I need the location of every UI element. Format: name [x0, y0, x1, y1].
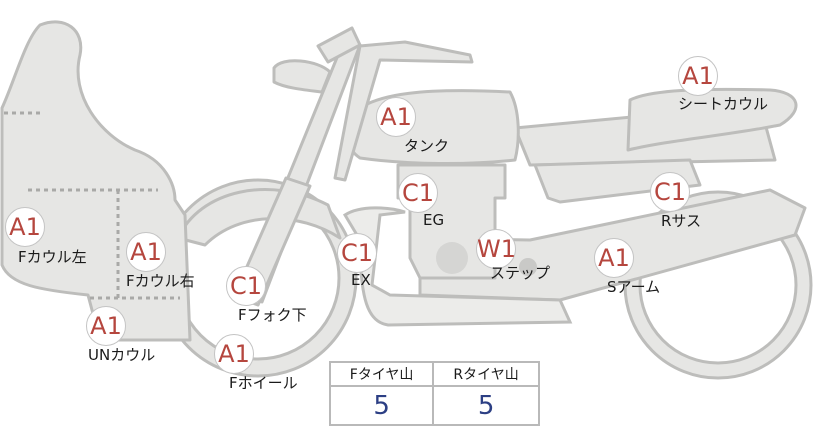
grade-badge-engine: C1 — [398, 173, 438, 213]
label-un-cowl: UNカウル — [88, 346, 156, 364]
engine-cover — [436, 242, 468, 274]
grade-badge-f-fork-lower: C1 — [226, 266, 266, 306]
grade-badge-swing-arm: A1 — [594, 238, 634, 278]
value-rear-tire: 5 — [432, 385, 540, 426]
grade-badge-tank: A1 — [376, 97, 416, 137]
label-f-cowl-left: Fカウル左 — [18, 248, 87, 266]
grade-badge-f-cowl-right: A1 — [126, 232, 166, 272]
label-f-fork-lower: Fフォク下 — [238, 306, 307, 324]
main-frame — [333, 40, 474, 182]
grade-badge-exhaust: C1 — [337, 233, 377, 273]
label-swing-arm: Sアーム — [607, 278, 661, 296]
label-exhaust: EX — [351, 271, 371, 289]
label-f-cowl-right: Fカウル右 — [126, 272, 195, 290]
grade-badge-step: W1 — [476, 229, 516, 269]
label-seat-cowl: シートカウル — [678, 95, 769, 113]
label-tank: タンク — [404, 137, 450, 155]
seat-cowl-shape — [626, 87, 798, 152]
headlight — [272, 59, 332, 94]
header-rear-tire: Rタイヤ山 — [432, 361, 540, 387]
front-cowl-shape — [0, 20, 192, 342]
value-front-tire: 5 — [328, 385, 435, 426]
header-front-tire: Fタイヤ山 — [328, 361, 435, 387]
grade-badge-seat-cowl: A1 — [678, 56, 718, 96]
rear-shock-shape — [533, 158, 702, 204]
label-engine: EG — [423, 211, 445, 229]
label-rear-suspension: Rサス — [661, 212, 702, 230]
step-knob — [519, 258, 537, 276]
label-f-wheel: Fホイール — [229, 374, 298, 392]
grade-badge-rear-suspension: C1 — [650, 172, 690, 212]
tire-table-value-row: 5 5 — [328, 385, 540, 426]
grade-badge-f-cowl-left: A1 — [5, 207, 45, 247]
grade-badge-f-wheel: A1 — [214, 334, 254, 374]
tire-table-header-row: Fタイヤ山 Rタイヤ山 — [328, 361, 540, 387]
grade-badge-un-cowl: A1 — [86, 306, 126, 346]
exhaust-shape — [342, 206, 573, 327]
label-step: ステップ — [490, 264, 551, 282]
tire-tread-table: Fタイヤ山 Rタイヤ山 5 5 — [328, 361, 540, 426]
